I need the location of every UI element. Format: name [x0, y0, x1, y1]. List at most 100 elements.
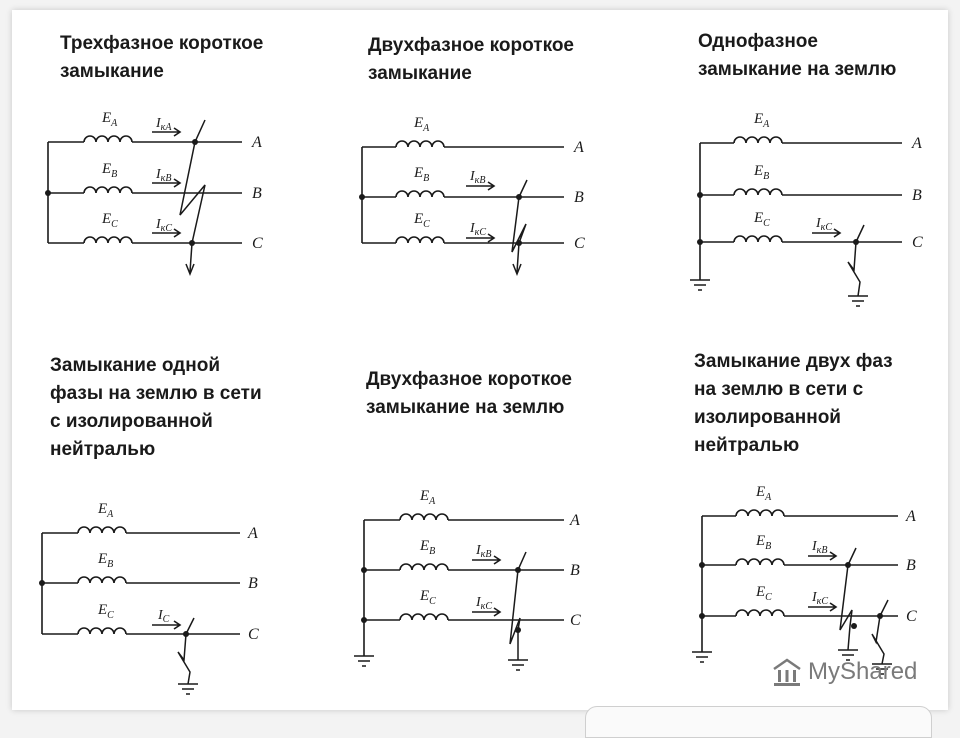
line-label-b: B [906, 557, 916, 574]
line-label-a: A [573, 139, 584, 156]
line-label-c: C [574, 235, 585, 252]
line-label-a: A [905, 508, 916, 525]
emf-label-c: EC [97, 602, 114, 621]
emf-label-a: EA [419, 488, 436, 507]
emf-label-a: EA [101, 110, 118, 129]
panel-title: Замыкание одной фазы на землю в сети с и… [50, 355, 262, 460]
line-label-a: A [247, 525, 258, 542]
line-label-c: C [248, 626, 259, 643]
current-arrow-c [152, 620, 182, 630]
current-label-c: IкC [811, 590, 828, 607]
coil-phase-a [395, 140, 445, 148]
emf-label-b: EB [419, 538, 435, 557]
panel-title: Замыкание двух фаз на землю в сети с изо… [694, 351, 893, 456]
current-label-c: IкC [469, 221, 486, 238]
emf-label-a: EA [755, 484, 772, 503]
watermark-text: MyShared [808, 658, 918, 685]
panel-two-phase-isolated: Замыкание двух фаз на землю в сети с изо… [636, 351, 948, 710]
current-label-b: IкB [811, 539, 827, 556]
coil-phase-c [735, 609, 785, 617]
panel-single-phase-ground: Однофазное замыкание на землю EA EB EC A… [636, 10, 948, 360]
line-label-b: B [252, 185, 262, 202]
emf-label-a: EA [413, 115, 430, 134]
coil-phase-c [77, 627, 127, 635]
current-arrow-c [466, 233, 496, 243]
emf-label-a: EA [97, 501, 114, 520]
bottom-panel-edge [585, 706, 932, 738]
current-arrow-b [152, 178, 182, 188]
ground-symbol [692, 651, 712, 663]
current-arrow-c [152, 228, 182, 238]
current-label-b: IкB [475, 543, 491, 560]
current-label-c: IкC [155, 217, 172, 234]
line-label-b: B [574, 189, 584, 206]
fault-ground-symbol-b [838, 649, 858, 661]
emf-label-b: EB [101, 161, 117, 180]
ground-symbol [690, 279, 710, 291]
line-label-c: C [252, 235, 263, 252]
current-arrow-a [152, 127, 182, 137]
diagram-sheet: Трехфазное короткое замыкание EA EB EC A… [12, 10, 948, 710]
circuit-two-phase-short: EA EB EC A B C IкB IкC [359, 115, 585, 277]
fault-zigzag [847, 224, 865, 297]
emf-label-a: EA [753, 111, 770, 130]
fault-ground-symbol [178, 683, 198, 695]
circuit-single-phase-isolated: EA EB EC A B C IC [39, 501, 259, 695]
coil-phase-a [399, 513, 449, 521]
current-label-b: IкB [469, 169, 485, 186]
current-arrow-b [466, 181, 496, 191]
line-label-c: C [906, 608, 917, 625]
emf-label-b: EB [413, 165, 429, 184]
line-label-a: A [569, 512, 580, 529]
emf-label-c: EC [419, 588, 436, 607]
coil-phase-a [77, 526, 127, 534]
myshared-watermark: MyShared [770, 655, 917, 689]
emf-label-b: EB [755, 533, 771, 552]
line-label-c: C [912, 234, 923, 251]
current-label-c: IкC [475, 595, 492, 612]
fault-ground-symbol [848, 295, 868, 307]
ground-symbol [354, 655, 374, 667]
line-label-b: B [248, 575, 258, 592]
coil-phase-c [395, 236, 445, 244]
emf-label-b: EB [753, 163, 769, 182]
circuit-three-phase-short: EA EB EC A B C IкA IкB IкC [45, 110, 263, 277]
coil-phase-b [395, 190, 445, 198]
current-arrow-c [808, 602, 838, 612]
emf-label-c: EC [413, 211, 430, 230]
coil-phase-c [733, 235, 783, 243]
emf-label-c: EC [755, 584, 772, 603]
coil-phase-a [83, 135, 133, 143]
panel-title: Двухфазное короткое замыкание [368, 35, 574, 84]
panel-title: Однофазное замыкание на землю [698, 31, 897, 80]
fault-zigzag-b [839, 547, 857, 651]
panel-single-phase-isolated: Замыкание одной фазы на землю в сети с и… [12, 355, 324, 710]
circuit-single-phase-ground: EA EB EC A B C IкC [690, 111, 923, 307]
current-label-c: IC [157, 608, 170, 625]
current-label-a: IкA [155, 116, 172, 133]
panel-three-phase-short: Трехфазное короткое замыкание EA EB EC A… [12, 10, 324, 360]
coil-phase-b [733, 188, 783, 196]
coil-phase-b [399, 563, 449, 571]
line-label-b: B [570, 562, 580, 579]
current-label-c: IкC [815, 216, 832, 233]
line-label-a: A [251, 134, 262, 151]
fault-zigzag [179, 119, 206, 273]
coil-phase-a [735, 509, 785, 517]
coil-phase-b [77, 576, 127, 584]
emf-label-c: EC [753, 210, 770, 229]
fault-zigzag [511, 179, 528, 273]
fault-zigzag-c [871, 599, 889, 665]
myshared-logo-icon [773, 658, 801, 686]
current-arrow-b [472, 555, 502, 565]
line-label-c: C [570, 612, 581, 629]
coil-phase-a [733, 136, 783, 144]
circuit-two-phase-isolated: EA EB EC A B C IкB IкC [692, 484, 917, 675]
fault-ground-symbol-c [872, 663, 892, 675]
panel-title: Трехфазное короткое замыкание [60, 33, 264, 82]
panel-two-phase-short: Двухфазное короткое замыкание EA EB EC A… [324, 10, 636, 360]
current-arrow-c [812, 228, 842, 238]
current-arrow-b [808, 551, 838, 561]
emf-label-b: EB [97, 551, 113, 570]
coil-phase-c [399, 613, 449, 621]
